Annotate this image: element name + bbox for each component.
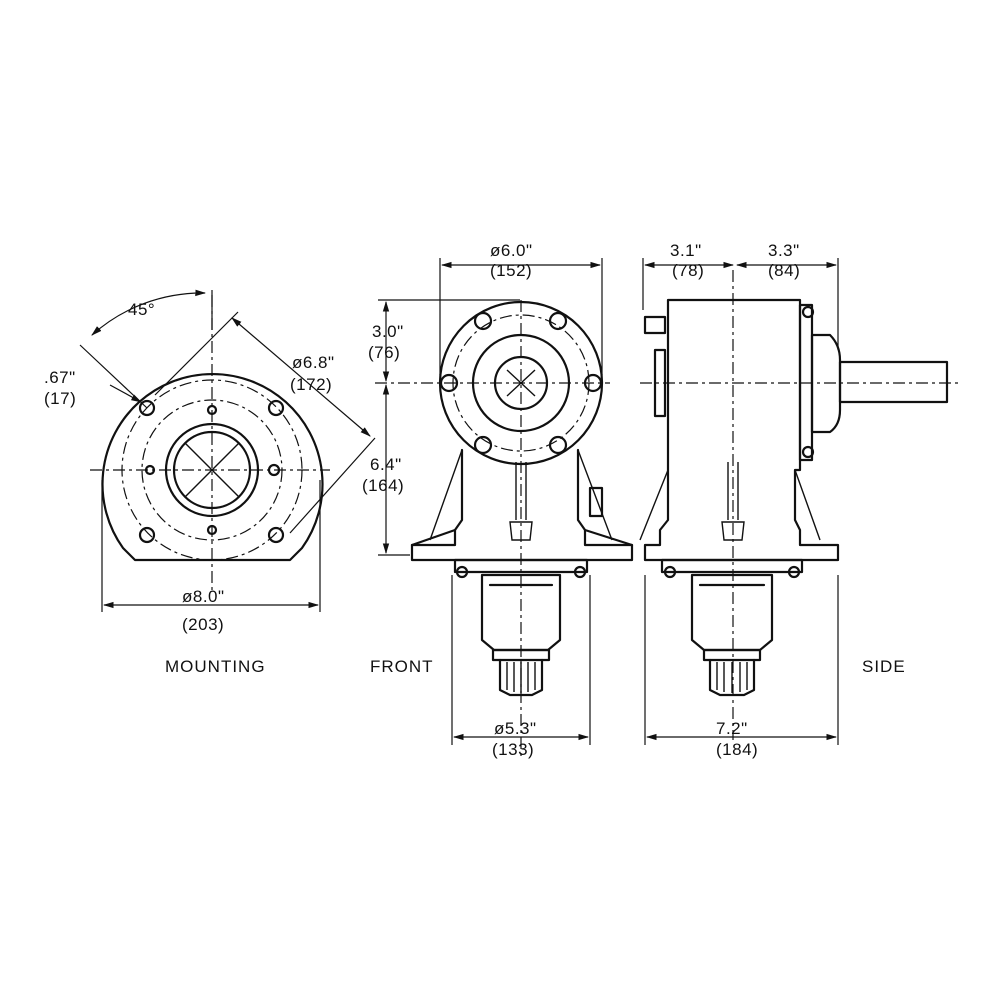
side-housing xyxy=(643,298,840,562)
upper-height-label: 3.0" xyxy=(372,322,404,341)
front-base-plate xyxy=(453,558,589,574)
front-nameplate xyxy=(588,486,604,518)
hole-dia-label: .67" xyxy=(44,368,76,387)
top-dia-label: ø6.0" xyxy=(490,241,533,260)
hole-dia-mm-label: (17) xyxy=(44,389,76,408)
front-flange-holes xyxy=(439,311,603,455)
side-plug xyxy=(643,315,667,335)
bolt-circle-dimension-line xyxy=(231,317,371,437)
side-input-shaft xyxy=(838,360,949,404)
top-dia-mm-label: (152) xyxy=(490,261,532,280)
mounting-view-label: MOUNTING xyxy=(165,657,266,676)
side-base-plate xyxy=(660,558,804,574)
right-width-mm-label: (84) xyxy=(768,261,800,280)
left-width-label: 3.1" xyxy=(670,241,702,260)
flange-dia-mm-label: (203) xyxy=(182,615,224,634)
angle-dimension-arc xyxy=(91,289,207,336)
front-view: ø6.0" (152) xyxy=(362,241,634,760)
side-output-housing xyxy=(690,573,774,652)
left-width-mm-label: (78) xyxy=(672,261,704,280)
lower-height-label: 6.4" xyxy=(370,455,402,474)
angle-label: 45° xyxy=(128,300,155,319)
base-width-label: 7.2" xyxy=(716,719,748,738)
base-dia-mm-label: (133) xyxy=(492,740,534,759)
side-bearing-cap xyxy=(810,333,842,434)
front-view-label: FRONT xyxy=(370,657,434,676)
side-view-label: SIDE xyxy=(862,657,906,676)
bolt-circle-label: ø6.8" xyxy=(292,353,335,372)
front-output-spline xyxy=(498,658,544,697)
lower-height-mm-label: (164) xyxy=(362,476,404,495)
base-dia-label: ø5.3" xyxy=(494,719,537,738)
mounting-inner-holes xyxy=(144,404,281,536)
upper-height-mm-label: (76) xyxy=(368,343,400,362)
side-output-spline xyxy=(708,658,756,697)
base-width-mm-label: (184) xyxy=(716,740,758,759)
side-view: 3.1" (78) 3.3" (84) 7.2" xyxy=(639,241,960,759)
mounting-view: 45° .67" (17) ø6.8" (172) ø8.0" (203) MO… xyxy=(44,289,376,676)
bolt-circle-mm-label: (172) xyxy=(290,375,332,394)
flange-dia-label: ø8.0" xyxy=(182,587,225,606)
right-width-label: 3.3" xyxy=(768,241,800,260)
